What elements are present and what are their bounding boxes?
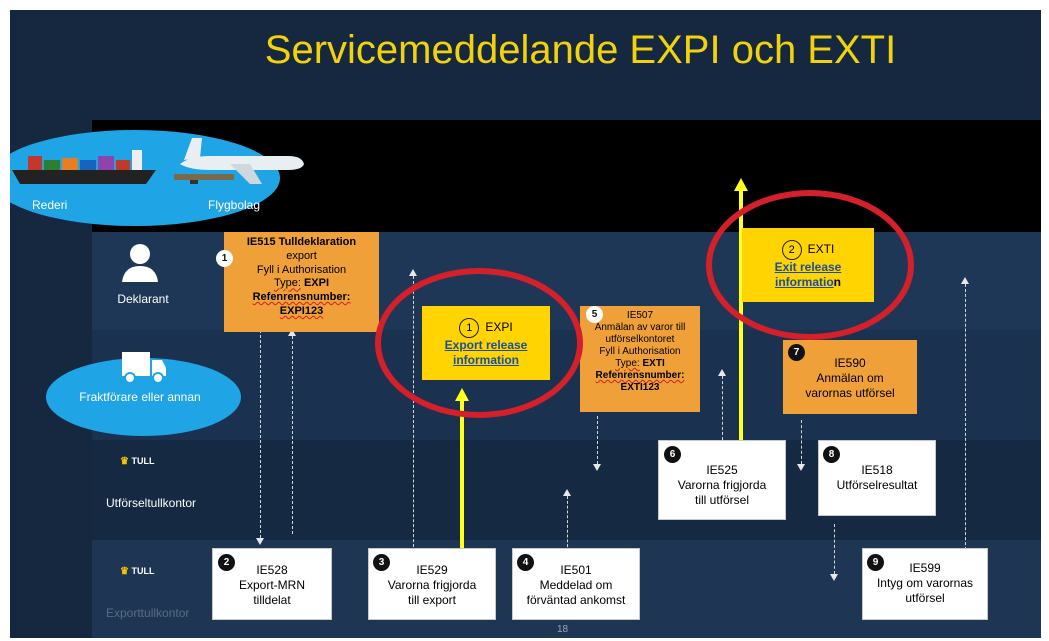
tull-logo-utforsel: ♛ TULL [120, 456, 154, 467]
ie518-text1: Utförselresultat [836, 478, 918, 492]
ie525-text2: till utförsel [694, 493, 750, 507]
flow-arrow-6-up [722, 376, 723, 440]
arrowhead-down [797, 464, 805, 471]
ie507-ref: Refenrensnumber: [580, 370, 700, 382]
flow-arrow-4-up [567, 496, 568, 552]
arrowhead-up [409, 269, 417, 276]
ie529-text1: Varorna frigjorda [387, 578, 477, 592]
ie528-text1: Export-MRN [238, 578, 305, 592]
flow-arrow-7-down [801, 420, 802, 464]
utforseltullkontor-label: Utförseltullkontor [106, 496, 197, 510]
ie515-line3: Fyll i Authorisation [256, 263, 347, 276]
ie515-type: Type: EXPI [224, 277, 379, 291]
arrowhead-up [563, 489, 571, 496]
page-number: 18 [557, 624, 569, 635]
ie501-code: IE501 [560, 563, 592, 577]
arrowhead-up [961, 277, 969, 284]
ie590-text1: Anmälan om [816, 371, 884, 385]
step-number-2: 2 [218, 554, 235, 571]
fraktforare-label: Fraktförare eller annan [79, 390, 201, 404]
tull-logo-text: TULL [131, 566, 155, 576]
ie515-type-value: EXPI [303, 277, 330, 290]
highlight-ring-exti [706, 190, 914, 340]
crown-icon: ♛ [120, 456, 129, 467]
step-number-7: 7 [788, 344, 805, 361]
ie501-text2: förväntad ankomst [526, 593, 626, 607]
ie507-ref-label: Refenrensnumber: [595, 370, 685, 381]
arrowhead-up [718, 369, 726, 376]
arrowhead-down [256, 538, 264, 545]
flow-arrow-9-up [965, 284, 966, 560]
ie599-code: IE599 [909, 561, 941, 575]
tull-logo-text: TULL [131, 456, 155, 466]
ie507-type-label: Type: [615, 358, 640, 369]
ie515-line2: export [286, 249, 317, 262]
deklarant-label: Deklarant [117, 292, 169, 306]
ie507-line1: Anmälan av varor till [594, 322, 686, 333]
ie507-type: Type: EXTI [580, 358, 700, 370]
slide-title: Servicemeddelande EXPI och EXTI [264, 28, 897, 72]
ie507-ref-value-row: EXTI123 [580, 382, 700, 394]
arrowhead-down [593, 464, 601, 471]
ie515-ref-value: EXPI123 [279, 304, 324, 317]
ie507-code: IE507 [626, 310, 654, 321]
flow-arrow-8-down [834, 524, 835, 574]
ie507-ref-value: EXTI123 [620, 382, 660, 393]
ie507-box: IE507 Anmälan av varor till utförselkont… [580, 306, 700, 412]
ie590-text2: varornas utförsel [805, 386, 895, 400]
ie525-code: IE525 [706, 463, 738, 477]
ship-icon [12, 150, 156, 184]
plane-icon [174, 138, 304, 184]
flow-arrow-2-back [292, 336, 293, 534]
ie515-ref: Refenrensnumber: [224, 291, 379, 305]
ie599-text2: utförsel [905, 591, 945, 605]
ie501-text1: Meddelad om [539, 578, 613, 592]
step-number-3: 3 [373, 554, 390, 571]
step-number-1: 1 [216, 250, 233, 267]
ie529-text2: till export [407, 593, 457, 607]
ie507-line2: utförselkontoret [605, 334, 675, 345]
ie515-ref-label: Refenrensnumber: [252, 291, 351, 303]
ie528-code: IE528 [256, 563, 288, 577]
ie525-text1: Varorna frigjorda [677, 478, 767, 492]
flow-arrow-5-down [597, 416, 598, 464]
ie599-text1: Intyg om varornas [876, 576, 974, 590]
ie507-type-value: EXTI [642, 358, 665, 369]
ie515-type-label: Type: [273, 277, 301, 290]
ie518-code: IE518 [861, 463, 893, 477]
yellow-arrow-expi [460, 400, 464, 550]
person-icon [122, 244, 158, 282]
step-number-8: 8 [823, 446, 840, 463]
truck-icon [122, 352, 166, 384]
flow-arrow-1-2 [260, 330, 261, 538]
yellow-arrowhead [734, 178, 748, 191]
rederi-label: Rederi [32, 198, 68, 212]
arrowhead-up [288, 329, 296, 336]
ie590-box: IE590 Anmälan om varornas utförsel [783, 340, 917, 414]
step-number-4: 4 [517, 554, 534, 571]
ie590-code: IE590 [834, 356, 866, 370]
crown-icon: ♛ [120, 566, 129, 577]
tull-logo-export: ♛ TULL [120, 566, 154, 577]
step-number-6: 6 [664, 446, 681, 463]
ie515-box: IE515 Tulldeklaration export Fyll i Auth… [224, 232, 379, 332]
ie528-text2: tilldelat [253, 593, 291, 607]
slide: Servicemeddelande EXPI och EXTI Rederi F… [10, 10, 1041, 638]
step-number-5: 5 [586, 306, 603, 323]
ie529-code: IE529 [416, 563, 448, 577]
ie515-ref-value-row: EXPI123 [224, 305, 379, 319]
ie515-line1: IE515 Tulldeklaration [246, 236, 357, 248]
ie507-line3: Fyll i Authorisation [599, 346, 681, 357]
arrowhead-down [830, 574, 838, 581]
flow-arrow-3-up [413, 276, 414, 552]
highlight-ring-expi [375, 268, 583, 418]
exporttullkontor-label: Exporttullkontor [106, 606, 190, 620]
flygbolag-label: Flygbolag [208, 198, 261, 212]
step-number-9: 9 [867, 554, 884, 571]
